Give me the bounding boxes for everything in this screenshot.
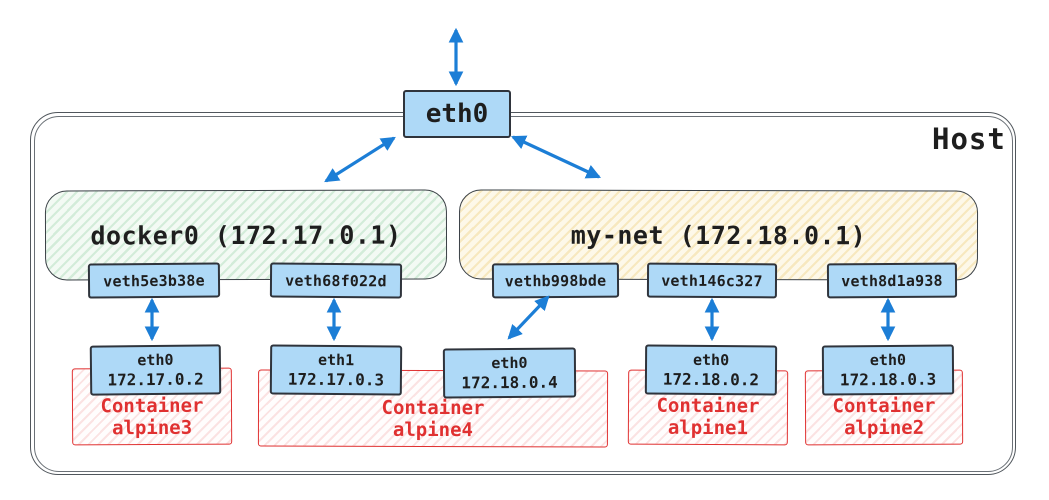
- veth-label: veth146c327: [661, 271, 763, 290]
- interface-ip: 172.17.0.3: [287, 369, 385, 390]
- host-eth0-box: eth0: [403, 90, 511, 138]
- veth-box-veth68f022d: veth68f022d: [269, 262, 403, 299]
- interface-name: eth0: [869, 350, 907, 370]
- veth-label: veth68f022d: [285, 271, 387, 290]
- interface-name: eth0: [692, 350, 730, 370]
- veth-box-veth146c327: veth146c327: [646, 262, 778, 299]
- host-label: Host: [932, 122, 1006, 156]
- host-eth0-label: eth0: [425, 99, 489, 129]
- interface-box-alpine2-eth0: eth0 172.18.0.3: [821, 344, 955, 396]
- host-box-inner-stroke: [33, 115, 1013, 472]
- container-title: Container: [832, 394, 936, 418]
- container-title: Container: [381, 396, 485, 420]
- interface-ip: 172.18.0.2: [662, 369, 760, 390]
- bridge-docker0-label: docker0 (172.17.0.1): [90, 220, 402, 250]
- interface-box-alpine3-eth0: eth0 172.17.0.2: [89, 344, 222, 396]
- veth-label: vethb998bde: [504, 271, 607, 290]
- container-title: Container: [100, 394, 204, 418]
- interface-name: eth1: [317, 350, 355, 370]
- container-name: alpine1: [667, 416, 748, 440]
- container-name: alpine3: [112, 416, 193, 440]
- veth-box-veth5e3b38e: veth5e3b38e: [87, 262, 221, 299]
- interface-ip: 172.18.0.4: [461, 372, 558, 393]
- interface-name: eth0: [137, 350, 174, 370]
- host-box: [30, 112, 1016, 475]
- interface-box-alpine1-eth0: eth0 172.18.0.2: [644, 344, 778, 396]
- interface-box-alpine4-eth0: eth0 172.18.0.4: [442, 347, 577, 399]
- veth-label: veth5e3b38e: [103, 271, 205, 290]
- container-title: Container: [656, 394, 760, 418]
- veth-box-veth8d1a938: veth8d1a938: [826, 262, 958, 299]
- veth-box-vethb998bde: vethb998bde: [491, 262, 620, 299]
- interface-ip: 172.17.0.2: [107, 369, 204, 390]
- interface-name: eth0: [491, 353, 528, 373]
- container-name: alpine4: [392, 418, 474, 442]
- interface-box-alpine4-eth1: eth1 172.17.0.3: [269, 344, 403, 396]
- veth-label: veth8d1a938: [841, 271, 943, 290]
- interface-ip: 172.18.0.3: [839, 369, 937, 390]
- container-name: alpine2: [843, 416, 925, 440]
- bridge-mynet-label: my-net (172.18.0.1): [570, 220, 867, 250]
